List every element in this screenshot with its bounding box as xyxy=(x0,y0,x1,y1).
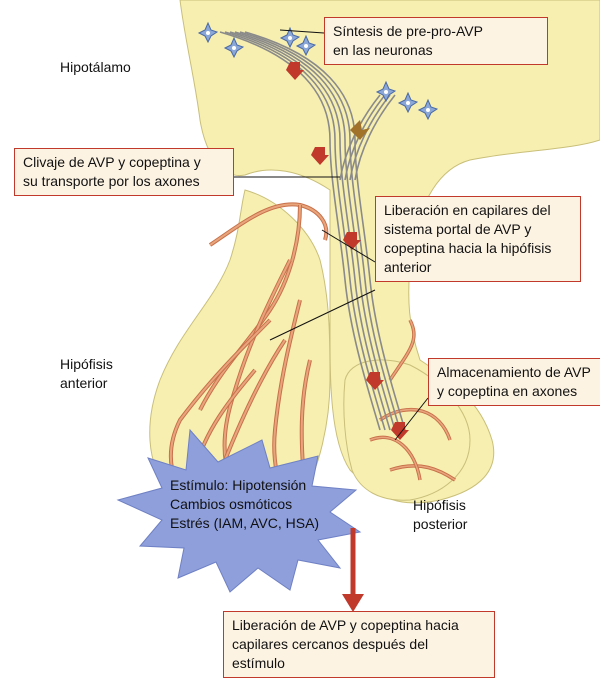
anterior-pituitary-label: Hipófisis anterior xyxy=(60,355,113,393)
storage-box: Almacenamiento de AVP y copeptina en axo… xyxy=(428,358,600,406)
neuron-nucleus xyxy=(288,36,292,40)
neuron-nucleus xyxy=(384,90,388,94)
portal-release-box: Liberación en capilares del sistema port… xyxy=(375,196,581,282)
cleavage-box: Clivaje de AVP y copeptina y su transpor… xyxy=(14,148,234,196)
neuron-nucleus xyxy=(406,101,410,105)
neuron-nucleus xyxy=(206,31,210,35)
synthesis-box: Síntesis de pre-pro-AVP en las neuronas xyxy=(324,17,548,65)
hypothalamus-label: Hipotálamo xyxy=(60,58,131,77)
neuron-nucleus xyxy=(232,46,236,50)
neuron-nucleus xyxy=(304,44,308,48)
posterior-pituitary-label: Hipófisis posterior xyxy=(413,496,467,534)
stimulus-text: Estímulo: Hipotensión Cambios osmóticos … xyxy=(170,476,319,533)
release-arrow-head xyxy=(342,594,364,612)
capillary-release-box: Liberación de AVP y copeptina hacia capi… xyxy=(223,611,495,678)
neuron-nucleus xyxy=(426,108,430,112)
